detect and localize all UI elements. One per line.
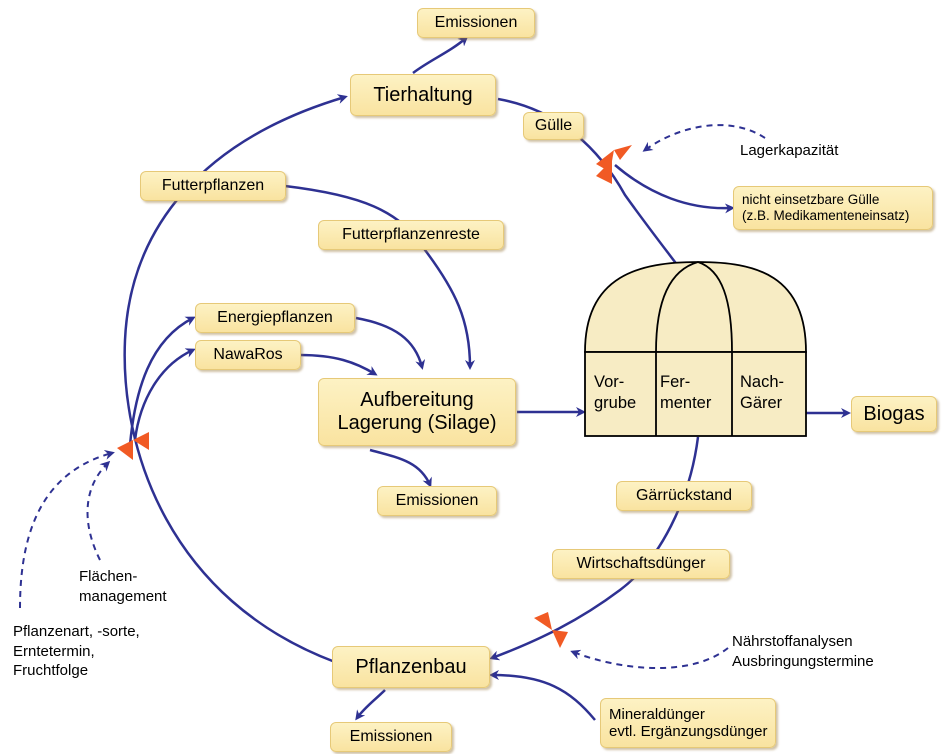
pflanzenart-label: Pflanzenart, -sorte, Erntetermin, Frucht… (13, 622, 140, 681)
lagerkapazitaet-label: Lagerkapazität (740, 142, 839, 159)
flaechenmanagement-line2: management (79, 587, 167, 605)
aufbereitung-node: Aufbereitung Lagerung (Silage) (318, 378, 516, 446)
gaerrueckstand-node: Gärrückstand (616, 481, 752, 511)
nachgaerer-line2: Gärer (740, 394, 783, 413)
emissionen-mid-node: Emissionen (377, 486, 497, 516)
nicht-einsetzbar-line1: nicht einsetzbare Gülle (742, 192, 880, 208)
valve-guelle (596, 145, 632, 184)
nawaros-node: NawaRos (195, 340, 301, 370)
pflanzenbau-node: Pflanzenbau (332, 646, 490, 688)
arrow-futterpflanzenreste-aufbereitung (284, 184, 475, 370)
mineralduenger-line1: Mineraldünger (609, 705, 705, 723)
futterpflanzen-node: Futterpflanzen (140, 171, 286, 201)
arrow-aufbereitung-emissionen (369, 448, 432, 488)
wirtschaftsduenger-node: Wirtschaftsdünger (552, 549, 730, 579)
valve-pflanzen (117, 432, 149, 460)
dashed-naehrstoff (570, 647, 729, 669)
nicht-einsetzbar-node: nicht einsetzbare Gülle (z.B. Medikament… (733, 186, 933, 230)
aufbereitung-line1: Aufbereitung (360, 389, 474, 411)
digester (584, 261, 807, 437)
vorgrube-line1: Vor- (594, 373, 625, 391)
arrow-pflanzenbau-emissionen (355, 689, 386, 721)
arrow-mineralduenger-pflanzenbau (489, 670, 596, 721)
naehrstoff-line2: Ausbringungstermine (732, 652, 874, 670)
nachgaerer-line1: Nach- (740, 373, 785, 391)
pflanzenart-line3: Fruchtfolge (13, 662, 89, 679)
fermenter-label: Fer- menter (660, 372, 711, 415)
fermenter-line1: Fer- (660, 373, 691, 391)
arrow-tierhaltung-emissionen (412, 36, 469, 74)
emissionen-top-node: Emissionen (417, 8, 535, 38)
valve-duenger (534, 612, 568, 648)
arrow-valve-nawaros (133, 348, 196, 441)
arrow-guelle-nicht-einsetzbar (614, 164, 735, 214)
biogas-node: Biogas (851, 396, 937, 432)
arrow-nawaros-aufbereitung (299, 353, 378, 376)
futterpflanzenreste-node: Futterpflanzenreste (318, 220, 504, 250)
arrow-valve-energiepflanzen (128, 316, 196, 446)
emissionen-bottom-node: Emissionen (330, 722, 452, 752)
dashed-lagerkapazitaet (642, 124, 766, 152)
arrow-gaerrueckstand-pflanzenbau (489, 436, 700, 661)
flaechenmanagement-line1: Flächen- (79, 568, 138, 585)
fermenter-line2: menter (660, 394, 712, 413)
nicht-einsetzbar-line2: (z.B. Medikamenteneinsatz) (742, 208, 910, 223)
vorgrube-label: Vor- grube (594, 372, 636, 415)
pflanzenart-line1: Pflanzenart, -sorte, (13, 623, 140, 640)
flaechenmanagement-label: Flächen- management (79, 567, 167, 606)
nachgaerer-label: Nach- Gärer (740, 372, 784, 415)
naehrstoff-label: Nährstoffanalysen Ausbringungstermine (732, 632, 874, 671)
pflanzenart-line2: Erntetermin, (13, 642, 95, 660)
aufbereitung-line2: Lagerung (Silage) (337, 412, 497, 434)
mineralduenger-node: Mineraldünger evtl. Ergänzungsdünger (600, 698, 776, 748)
mineralduenger-line2: evtl. Ergänzungsdünger (609, 723, 768, 740)
energiepflanzen-node: Energiepflanzen (195, 303, 355, 333)
arrow-energiepflanzen-aufbereitung (355, 316, 426, 370)
arrow-pflanzenbau-tierhaltung (123, 94, 348, 664)
vorgrube-line2: grube (594, 394, 637, 413)
guelle-node: Gülle (523, 112, 584, 140)
dashed-flaechenmanagement (86, 460, 111, 561)
naehrstoff-line1: Nährstoffanalysen (732, 633, 853, 650)
tierhaltung-node: Tierhaltung (350, 74, 496, 116)
